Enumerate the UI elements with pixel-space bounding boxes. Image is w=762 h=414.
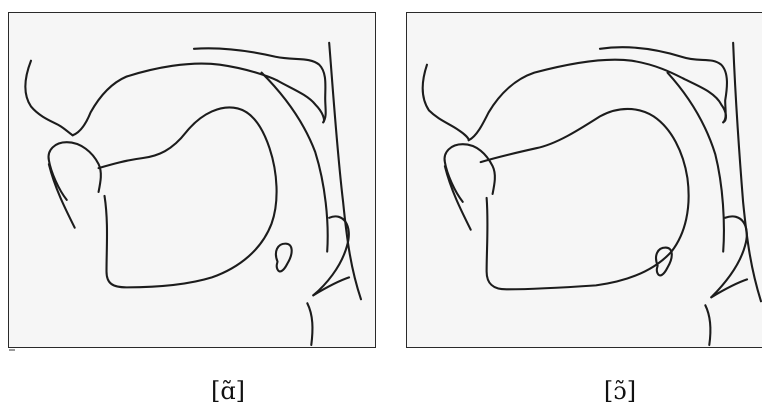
pharynx-front-wall xyxy=(668,73,724,252)
larynx-outline xyxy=(705,279,747,345)
pharynx-back-wall xyxy=(329,43,361,299)
caption-right: [ɔ̃] xyxy=(580,376,660,406)
palate-outline xyxy=(73,64,278,136)
hyoid-outline xyxy=(656,248,672,276)
hyoid-outline xyxy=(276,244,292,272)
larynx-outline xyxy=(307,277,349,345)
upper-lip-outline xyxy=(423,65,469,141)
scan-speck xyxy=(9,349,15,351)
velum-outline xyxy=(277,81,323,123)
upper-lip-outline xyxy=(25,61,72,136)
epiglottis-outline xyxy=(313,216,349,295)
lower-lip-outline xyxy=(445,144,495,202)
epiglottis-outline xyxy=(711,216,747,297)
tongue-outline xyxy=(99,107,277,287)
vocal-tract-diagram-left xyxy=(9,13,375,347)
vocal-tract-panel-left xyxy=(8,12,376,348)
vocal-tract-diagram-right xyxy=(407,13,762,347)
nasal-passage-outline xyxy=(600,47,727,122)
caption-left: [ɑ̃] xyxy=(188,376,268,406)
lower-lip-outline xyxy=(49,142,101,200)
vocal-tract-panel-right xyxy=(406,12,762,348)
palate-outline xyxy=(469,60,684,141)
